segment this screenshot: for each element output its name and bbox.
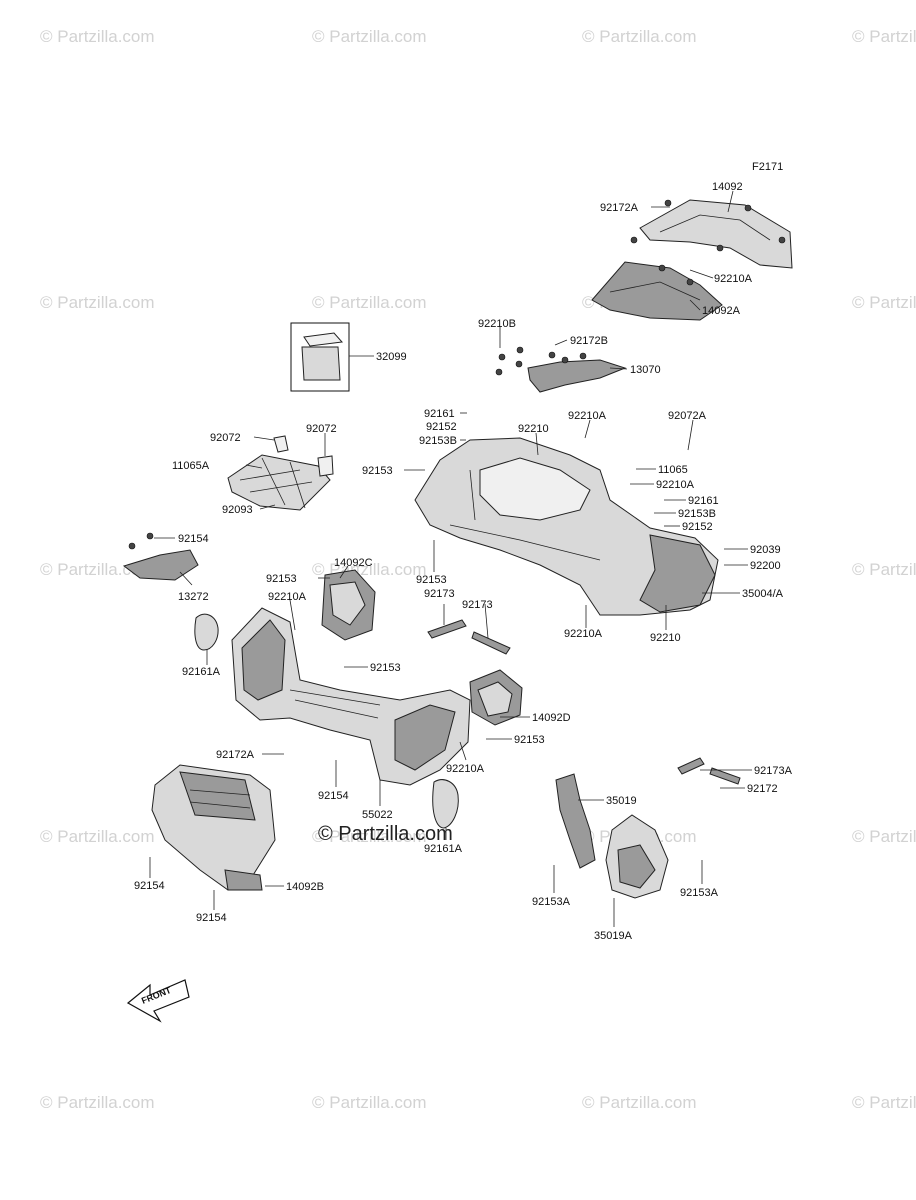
watermark: © Partzilla.com: [852, 1093, 916, 1112]
label-14092: 14092: [712, 181, 743, 193]
label-92039: 92039: [750, 544, 781, 556]
callout-labels: 92172A 14092 92210A 14092A 92210B 92172B…: [134, 181, 793, 942]
part-11065a-panel: [227, 435, 334, 511]
label-11065a: 11065A: [172, 460, 210, 472]
label-35004a: 35004/A: [742, 588, 784, 600]
label-92153: 92153: [514, 734, 545, 746]
label-92173: 92173: [462, 599, 493, 611]
label-35019: 35019: [606, 795, 637, 807]
label-92072: 92072: [306, 423, 337, 435]
part-92173-strips: [427, 619, 511, 655]
label-92210a: 92210A: [564, 628, 603, 640]
label-92154: 92154: [318, 790, 349, 802]
label-13070: 13070: [630, 364, 661, 376]
part-92161a-pad: [194, 613, 219, 651]
label-92153b: 92153B: [419, 435, 457, 447]
label-14092a: 14092A: [702, 305, 741, 317]
part-92173a-strips: [677, 757, 741, 785]
part-35004-fender: [414, 437, 719, 616]
label-92210a: 92210A: [714, 273, 753, 285]
label-14092d: 14092D: [532, 712, 571, 724]
part-13070-bracket: [495, 346, 627, 393]
label-14092b: 14092B: [286, 881, 324, 893]
watermark: © Partzilla.com: [852, 560, 916, 579]
label-92153: 92153: [416, 574, 447, 586]
label-92161: 92161: [424, 408, 455, 420]
watermark: © Partzilla.com: [582, 27, 697, 46]
label-92153: 92153: [370, 662, 401, 674]
watermark: © Partzilla.com: [312, 293, 427, 312]
label-92072a: 92072A: [668, 410, 707, 422]
label-92210a: 92210A: [446, 763, 485, 775]
part-14092c-duct: [321, 569, 376, 641]
leader-lines: [149, 190, 752, 927]
watermark: © Partzilla.com: [312, 827, 427, 846]
part-14092b-cover: [151, 764, 276, 891]
label-92153a: 92153A: [532, 896, 571, 908]
label-92173: 92173: [424, 588, 455, 600]
label-55022: 55022: [362, 809, 393, 821]
watermark: © Partzilla.com: [852, 293, 916, 312]
label-92154: 92154: [134, 880, 165, 892]
label-92152: 92152: [426, 421, 457, 433]
label-92153: 92153: [362, 465, 393, 477]
label-13272: 13272: [178, 591, 209, 603]
label-92161: 92161: [688, 495, 719, 507]
label-92172b: 92172B: [570, 335, 608, 347]
part-32099-pad: [290, 322, 350, 392]
part-92161a-pad-center: [432, 779, 459, 829]
label-92154: 92154: [196, 912, 227, 924]
center-watermark: © Partzilla.com: [318, 823, 453, 845]
watermark: © Partzilla.com: [582, 1093, 697, 1112]
label-92161a: 92161A: [424, 843, 463, 855]
part-14092d-duct: [469, 669, 523, 726]
watermark: © Partzilla.com: [852, 27, 916, 46]
label-92154: 92154: [178, 533, 209, 545]
label-92210a: 92210A: [268, 591, 307, 603]
watermark: © Partzilla.com: [40, 293, 155, 312]
label-92210b: 92210B: [478, 318, 516, 330]
part-35019-flap: [555, 773, 596, 869]
watermark: © Partzilla.com: [852, 827, 916, 846]
part-14092a-rear-cover: [591, 261, 723, 321]
label-92093: 92093: [222, 504, 253, 516]
watermark: © Partzilla.com: [40, 827, 155, 846]
label-92172a: 92172A: [216, 749, 255, 761]
label-92210a: 92210A: [568, 410, 607, 422]
label-92173a: 92173A: [754, 765, 793, 777]
watermark: © Partzilla.com: [40, 27, 155, 46]
watermark: © Partzilla.com: [312, 27, 427, 46]
part-14092-rear-cover: [630, 199, 793, 269]
figure-code: F2171: [752, 161, 783, 173]
label-92172: 92172: [747, 783, 778, 795]
part-55022-frame: [231, 607, 471, 786]
label-92153b: 92153B: [678, 508, 716, 520]
label-92161a: 92161A: [182, 666, 221, 678]
label-92072: 92072: [210, 432, 241, 444]
label-92153a: 92153A: [680, 887, 719, 899]
label-92210: 92210: [650, 632, 681, 644]
label-92152: 92152: [682, 521, 713, 533]
watermark: © Partzilla.com: [40, 560, 155, 579]
part-13272-bracket: [122, 532, 199, 581]
label-92200: 92200: [750, 560, 781, 572]
label-92210a: 92210A: [656, 479, 695, 491]
label-92172a: 92172A: [600, 202, 639, 214]
label-14092c: 14092C: [334, 557, 373, 569]
label-35019a: 35019A: [594, 930, 633, 942]
front-arrow: FRONT: [126, 979, 190, 1023]
part-35019a-flap: [605, 814, 669, 899]
label-32099: 32099: [376, 351, 407, 363]
label-11065: 11065: [658, 464, 688, 476]
watermark: © Partzilla.com: [40, 1093, 155, 1112]
watermark: © Partzilla.com: [312, 1093, 427, 1112]
label-92210: 92210: [518, 423, 549, 435]
label-92153: 92153: [266, 573, 297, 585]
